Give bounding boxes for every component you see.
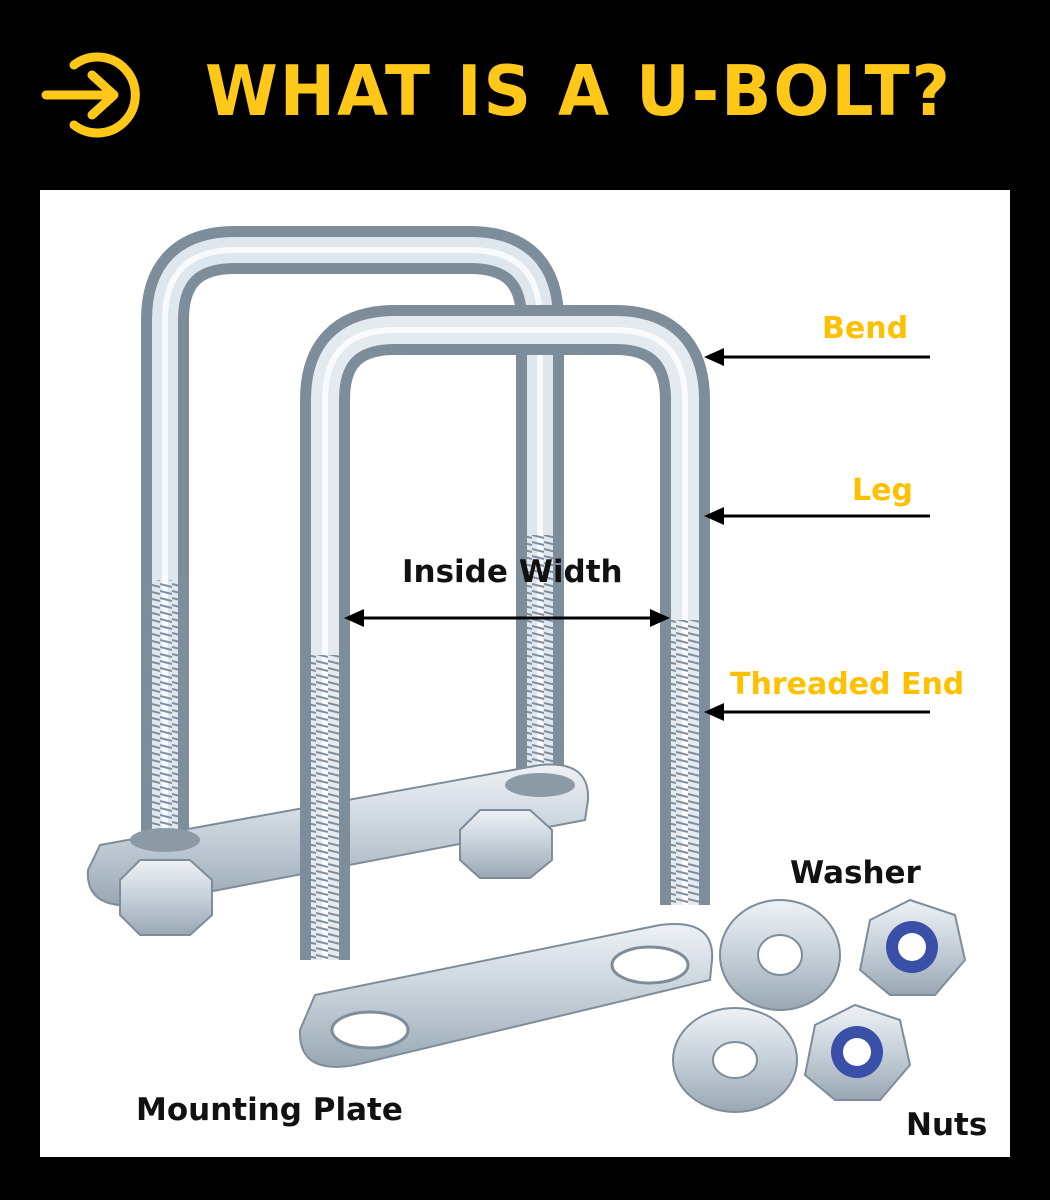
arrow-right-circle-icon: [41, 52, 140, 138]
front-u-bolt: [300, 305, 710, 960]
threaded-end-label: Threaded End: [730, 667, 965, 702]
header-bar: WHAT IS A U-BOLT?: [0, 0, 1050, 190]
washers: [672, 899, 841, 1113]
inside-width-label: Inside Width: [402, 554, 623, 590]
u-bolt-illustration: [86, 226, 967, 1113]
lock-nuts: [803, 898, 967, 1101]
loose-mounting-plate: [298, 923, 714, 1068]
diagram-panel: Bend Leg Threaded End Inside Width Washe…: [40, 190, 1010, 1157]
callout-arrows: [344, 348, 930, 721]
page-title: WHAT IS A U-BOLT?: [205, 51, 952, 132]
leg-label: Leg: [852, 473, 913, 508]
washer-label: Washer: [790, 855, 921, 891]
nuts-label: Nuts: [906, 1107, 988, 1143]
mounting-plate-label: Mounting Plate: [136, 1092, 403, 1128]
bend-label: Bend: [822, 311, 909, 346]
